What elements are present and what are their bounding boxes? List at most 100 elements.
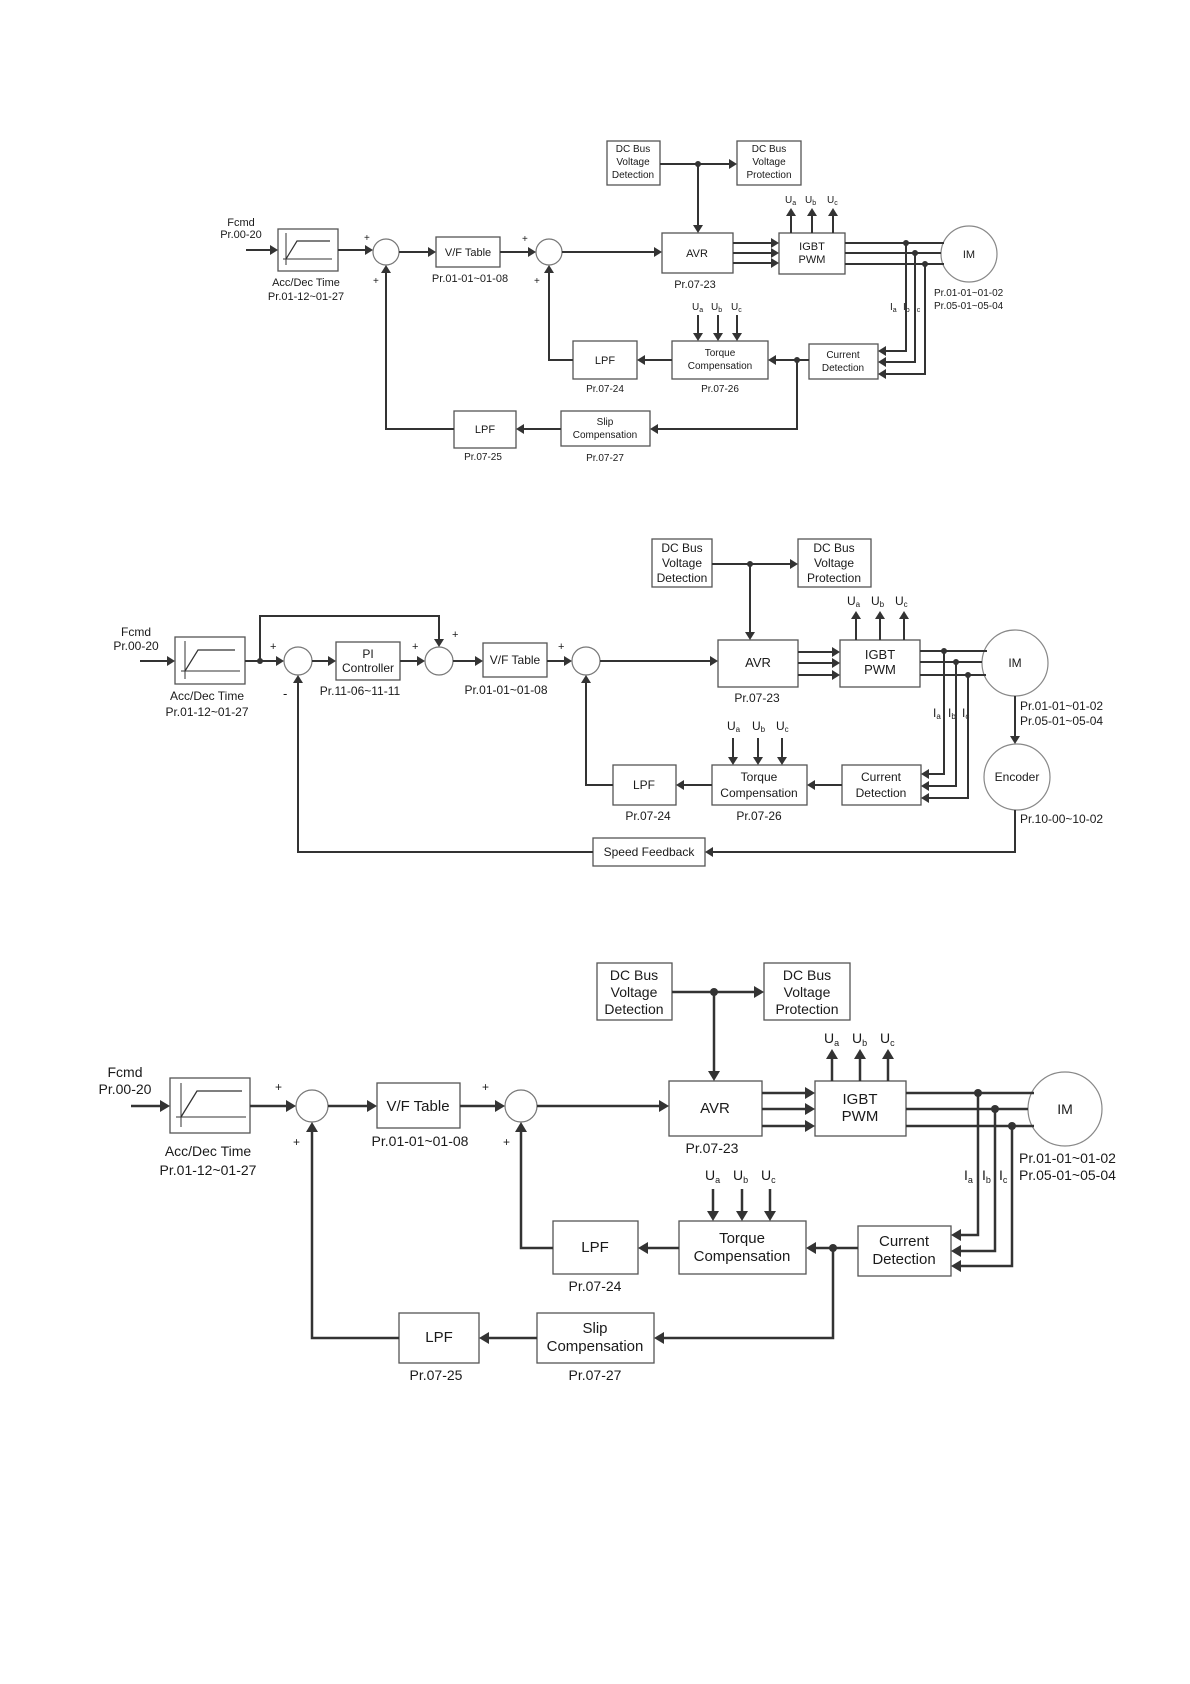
i-label: Ib (903, 302, 910, 314)
lpf-block-2 (453, 410, 517, 449)
igbt-label: IGBT (799, 241, 825, 253)
u-label: Ub (752, 719, 766, 734)
torque-compensation-label: Compensation (688, 361, 752, 372)
slip-compensation-block (560, 410, 651, 447)
lpf-label: LPF (581, 1239, 609, 1256)
vf-table-param: Pr.01-01~01-08 (372, 1133, 469, 1149)
fcmd-param: Pr.00-20 (220, 229, 262, 241)
torque-compensation-label: Torque (719, 1230, 765, 1247)
acc-dec-label: Acc/Dec Time (165, 1143, 252, 1159)
avr-label: AVR (700, 1100, 730, 1117)
lpf-block-1 (572, 340, 638, 380)
u-label: Uc (776, 719, 789, 734)
u-label: Ub (852, 1030, 867, 1048)
avr-param: Pr.07-23 (734, 691, 780, 705)
u-label: Ua (705, 1167, 720, 1185)
u-input-labels: Ua Ub Uc (727, 719, 789, 734)
dc-bus-protection-label: Voltage (752, 157, 786, 168)
pi-label: Controller (342, 661, 394, 675)
u-label: Ua (727, 719, 741, 734)
i-label: Ia (933, 706, 941, 721)
u-input-labels: Ua Ub Uc (692, 302, 742, 314)
dc-bus-protection-label: DC Bus (813, 541, 854, 555)
plus-sign: + (270, 641, 276, 653)
minus-sign: - (283, 686, 287, 701)
motor-label: IM (963, 249, 975, 261)
slip-compensation-param: Pr.07-27 (586, 453, 624, 464)
plus-sign: + (293, 1135, 300, 1149)
dc-bus-detection-label: DC Bus (661, 541, 702, 555)
diagram-1: Fcmd Pr.00-20 Acc/Dec Time Pr.01-12~01-2… (220, 140, 1004, 464)
motor-param: Pr.01-01~01-02 (1019, 1150, 1116, 1166)
motor-param: Pr.05-01~05-04 (934, 301, 1004, 312)
dc-bus-detection-label: DC Bus (616, 144, 650, 155)
i-label: Ia (890, 302, 897, 314)
i-label: Ia (964, 1167, 973, 1185)
vf-table-label: V/F Table (445, 247, 491, 259)
pwm-label: PWM (799, 254, 826, 266)
current-detection-label: Detection (872, 1251, 935, 1268)
encoder-param: Pr.10-00~10-02 (1020, 812, 1103, 826)
lpf-param: Pr.07-24 (625, 809, 671, 823)
plus-sign: + (558, 641, 564, 653)
plus-sign: + (522, 234, 528, 245)
u-label: Ub (711, 302, 722, 314)
slip-compensation-param: Pr.07-27 (569, 1367, 622, 1383)
current-detection-label: Current (826, 350, 860, 361)
motor-param: Pr.05-01~05-04 (1019, 1167, 1116, 1183)
u-output-labels: Ua Ub Uc (847, 594, 908, 609)
acc-dec-block (277, 228, 339, 272)
i-current-labels: Ia Ib Ic (964, 1167, 1008, 1185)
dc-bus-detection-label: Voltage (662, 556, 702, 570)
current-detection-label: Detection (856, 786, 907, 800)
torque-compensation-label: Torque (741, 770, 778, 784)
u-label: Ub (805, 195, 816, 207)
i-label: Ib (948, 706, 956, 721)
diagram-3: Fcmd Pr.00-20 Acc/Dec Time Pr.01-12~01-2… (99, 962, 1116, 1383)
torque-compensation-block (671, 340, 769, 380)
u-label: Ua (824, 1030, 839, 1048)
current-detection-block (808, 343, 879, 380)
current-detection-label: Current (861, 770, 902, 784)
dc-bus-detection-block (606, 140, 661, 186)
lpf-param: Pr.07-25 (464, 452, 502, 463)
dc-bus-detection-label: DC Bus (610, 967, 658, 983)
ramp-icon (181, 641, 240, 679)
acc-dec-param: Pr.01-12~01-27 (160, 1162, 257, 1178)
torque-compensation-label: Compensation (694, 1248, 791, 1265)
dc-bus-protection-label: Voltage (784, 984, 831, 1000)
avr-label: AVR (686, 248, 708, 260)
torque-compensation-label: Torque (705, 348, 736, 359)
plus-sign: + (412, 641, 418, 653)
motor-param: Pr.01-01~01-02 (934, 288, 1004, 299)
plus-sign: + (373, 276, 379, 287)
lpf-block (612, 764, 677, 806)
signal-wires (246, 159, 944, 434)
acc-dec-param: Pr.01-12~01-27 (165, 705, 248, 719)
acc-dec-label: Acc/Dec Time (170, 689, 244, 703)
avr-param: Pr.07-23 (674, 279, 716, 291)
avr-block (668, 1080, 763, 1137)
plus-sign: + (482, 1080, 489, 1094)
slip-compensation-label: Compensation (547, 1338, 644, 1355)
current-detection-block (857, 1225, 952, 1277)
slip-compensation-label: Compensation (573, 430, 637, 441)
torque-compensation-param: Pr.07-26 (701, 384, 739, 395)
lpf-label: LPF (595, 355, 615, 367)
dc-bus-detection-block (596, 962, 673, 1021)
signal-wires (131, 986, 1034, 1344)
dc-bus-protection-label: Protection (775, 1001, 838, 1017)
acc-dec-param: Pr.01-12~01-27 (268, 291, 344, 303)
dc-bus-detection-block (651, 538, 713, 588)
plus-sign: + (534, 276, 540, 287)
dc-bus-protection-label: Protection (807, 571, 861, 585)
motor-label: IM (1057, 1101, 1073, 1117)
pi-param: Pr.11-06~11-11 (320, 684, 401, 698)
vf-table-label: V/F Table (490, 653, 541, 667)
u-label: Ub (871, 594, 885, 609)
i-current-labels: Ia Ib Ic (933, 706, 969, 721)
lpf-param: Pr.07-24 (569, 1278, 622, 1294)
diagram-2: Fcmd Pr.00-20 Acc/Dec Time Pr.01-12~01-2… (113, 538, 1103, 867)
u-label: Uc (761, 1167, 776, 1185)
